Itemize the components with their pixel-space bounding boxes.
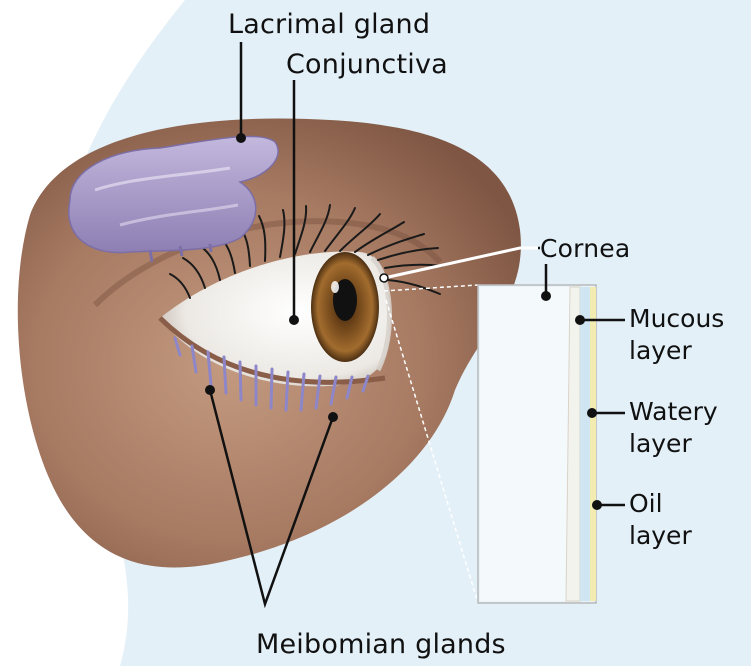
label-oil-line-1: Oil <box>629 488 692 520</box>
label-meibomian-glands: Meibomian glands <box>256 630 506 660</box>
label-conjunctiva: Conjunctiva <box>286 50 448 80</box>
label-oil-line-2: layer <box>629 520 692 552</box>
tear-film-inset <box>478 285 596 603</box>
inset-cornea-area <box>480 287 570 601</box>
label-lacrimal-gland: Lacrimal gland <box>228 10 430 40</box>
label-watery-layer: Watery layer <box>629 396 718 460</box>
watery-layer-band <box>580 287 590 601</box>
label-oil-layer: Oil layer <box>629 488 692 552</box>
label-mucous-layer: Mucous layer <box>629 303 724 367</box>
label-watery-line-2: layer <box>629 428 718 460</box>
label-mucous-line-1: Mucous <box>629 303 724 335</box>
label-watery-line-1: Watery <box>629 396 718 428</box>
label-mucous-line-2: layer <box>629 335 724 367</box>
iris-highlight <box>331 281 339 293</box>
oil-layer-band <box>590 287 596 601</box>
label-cornea: Cornea <box>540 234 630 264</box>
